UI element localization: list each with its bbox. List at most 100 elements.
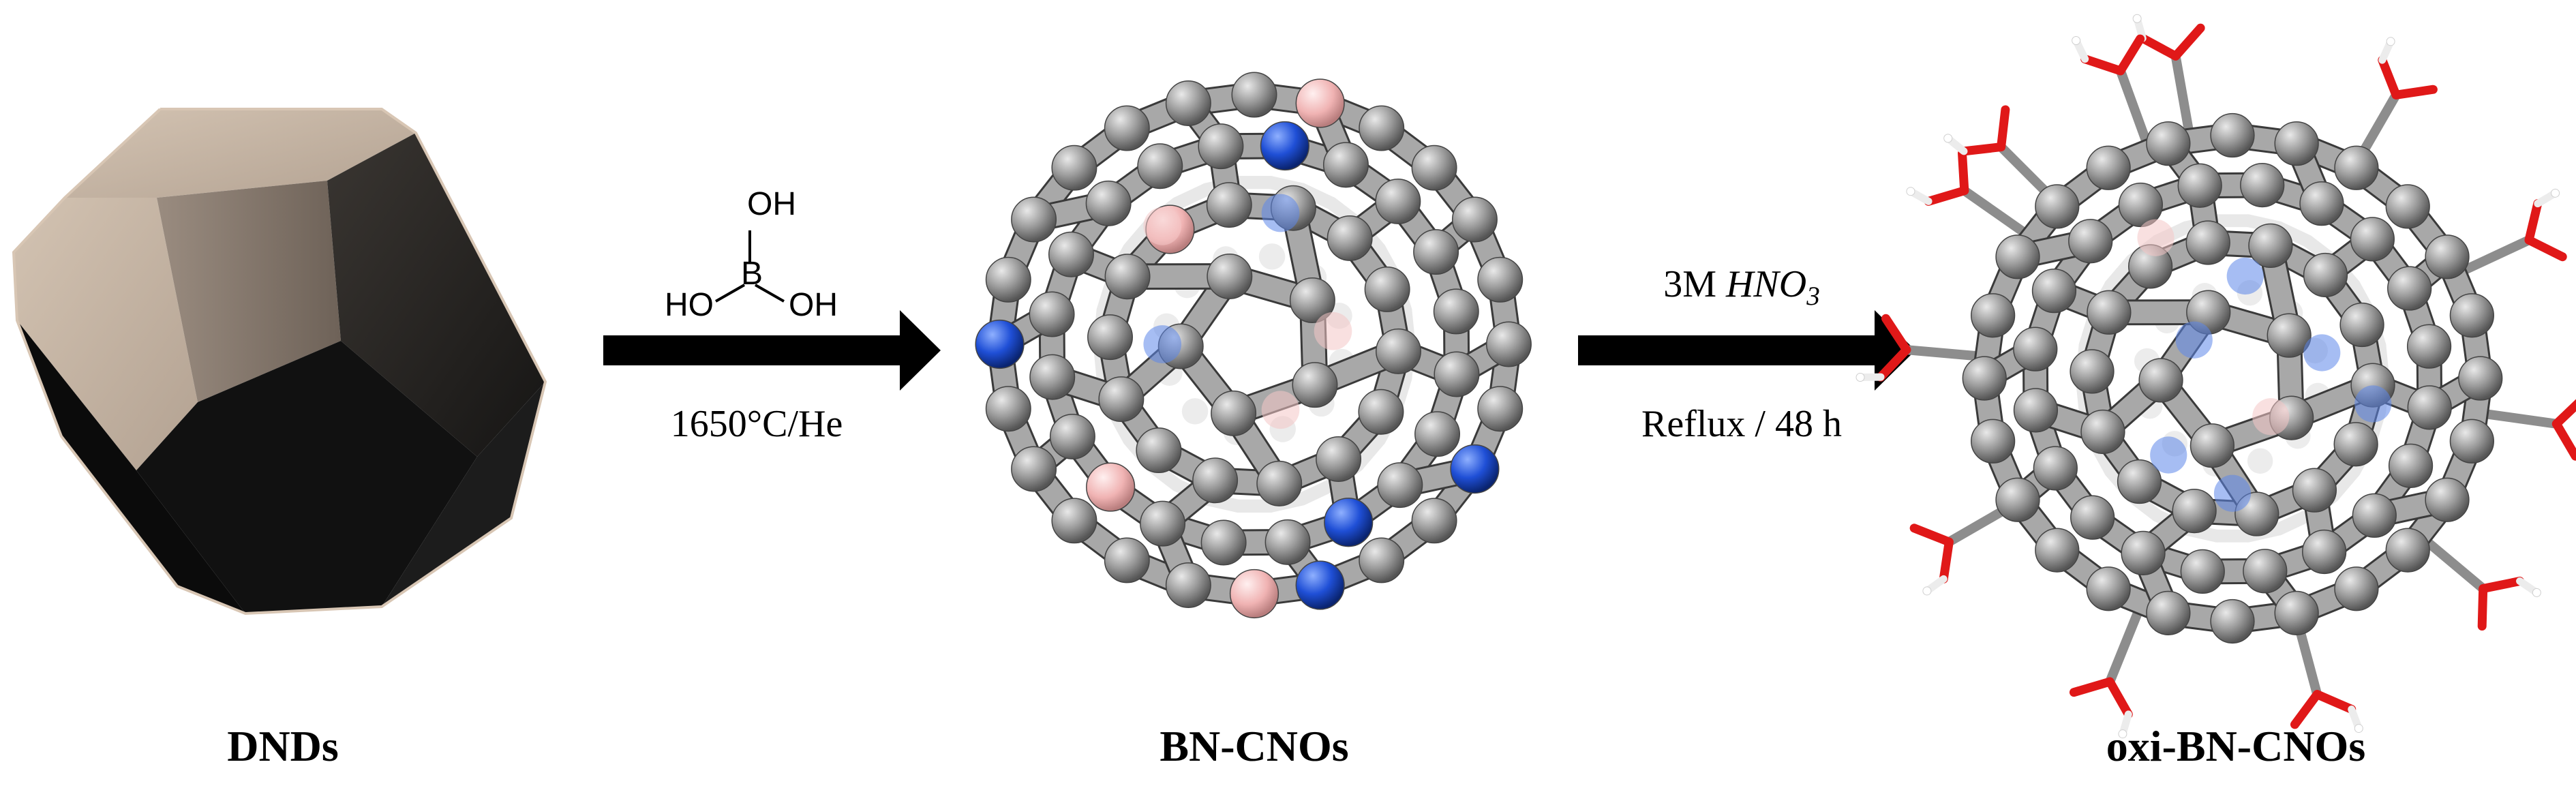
step2-acid-formula: HNO <box>1725 263 1807 305</box>
dnd-top-face <box>65 109 416 198</box>
carbon-atom <box>2146 121 2191 166</box>
carbon-atom <box>2449 419 2494 464</box>
label-bn-cnos: BN-CNOs <box>1160 722 1349 770</box>
carbon-atom <box>985 256 1031 303</box>
carbon-atom <box>1971 419 2016 464</box>
nitrogen-atom-faint <box>1143 325 1182 363</box>
carbon-atom <box>1051 498 1097 544</box>
carbon-atom <box>2013 327 2058 372</box>
carbon-atom <box>2172 488 2217 534</box>
carbon-atom <box>2292 468 2337 513</box>
dnd-right-face <box>327 133 545 457</box>
carbon-atom <box>985 386 1031 432</box>
dnd-center-face <box>157 181 341 402</box>
carbon-atom <box>2388 443 2434 488</box>
nitrogen-atom <box>1450 444 1500 494</box>
carbon-atom <box>2243 549 2288 594</box>
carbon-atom <box>1376 328 1421 374</box>
hydrogen-atom <box>1906 187 1915 196</box>
hydrogen-atom <box>2072 36 2081 46</box>
hydrogen-atom <box>2532 588 2541 597</box>
oxi-bn-cno-molecule <box>1855 14 2576 739</box>
carboxyl-group <box>1909 498 2020 596</box>
hydrogen-atom <box>1922 586 1932 596</box>
carboxyl-group <box>2132 14 2205 137</box>
carbon-atom <box>2117 459 2162 504</box>
carbon-atom <box>1256 460 1303 506</box>
carboxyl-group <box>2475 399 2576 461</box>
carbon-atom <box>1322 142 1369 188</box>
carbon-atom <box>2121 530 2166 575</box>
bn-cno-molecule <box>975 72 1532 619</box>
carbon-atom <box>1411 498 1457 544</box>
carbon-atom <box>2180 549 2225 594</box>
carbon-atom <box>1207 254 1253 299</box>
boron-atom <box>1229 569 1279 619</box>
carbon-atom <box>1411 145 1457 191</box>
boric-acid-boron: B <box>741 256 763 292</box>
carbon-atom <box>1451 196 1498 243</box>
carbon-atom <box>1136 427 1182 474</box>
boron-atom-faint <box>1314 312 1352 350</box>
boric-acid-oh-right: OH <box>789 287 838 323</box>
label-dnds: DNDs <box>227 722 339 770</box>
carbon-atom <box>1485 321 1532 367</box>
carbon-atom <box>1211 390 1257 436</box>
cage-atoms <box>1962 112 2503 644</box>
nitrogen-atom <box>1295 560 1345 610</box>
step1-condition: 1650°C/He <box>670 403 843 445</box>
hydrogen-atom <box>2118 729 2127 739</box>
carbon-atom <box>1433 288 1479 335</box>
carbon-atom <box>2086 566 2131 611</box>
carbon-atom <box>1364 266 1410 312</box>
nitrogen-atom <box>1260 121 1309 171</box>
carbon-atom <box>2352 493 2397 538</box>
carboxyl-group <box>2069 605 2144 739</box>
step2-acid-prefix: 3M <box>1663 263 1726 305</box>
nitrogen-atom-faint <box>2226 257 2264 295</box>
dnd-polyhedron <box>12 108 547 616</box>
carbon-atom <box>2035 184 2080 229</box>
carbon-atom <box>1414 411 1461 457</box>
carbon-atom <box>2210 599 2255 644</box>
carbon-atom <box>2458 356 2503 401</box>
boron-atom <box>1295 78 1345 128</box>
boron-atom-faint <box>1261 391 1300 429</box>
carbon-atom <box>1359 537 1405 584</box>
step2-acid-subscript: 3 <box>1806 282 1820 312</box>
carbon-atom <box>2350 217 2395 262</box>
carbon-atom <box>1140 500 1186 547</box>
carbon-atom <box>2449 293 2494 338</box>
carbon-atom <box>1434 351 1480 397</box>
carbon-atom <box>1085 180 1132 226</box>
carbon-atom <box>1413 229 1459 275</box>
carboxyl-group <box>1855 314 1988 382</box>
carbon-atom <box>1971 293 2016 338</box>
carbon-atom <box>1359 105 1405 151</box>
carbon-atom <box>1137 143 1183 190</box>
carbon-atom <box>2080 409 2125 455</box>
nitrogen-atom <box>975 319 1025 369</box>
carbon-atom <box>2299 181 2344 226</box>
carbon-atom <box>1995 234 2040 279</box>
carbon-atom <box>2333 422 2378 467</box>
carbon-atom <box>1165 80 1211 126</box>
carbon-atom <box>2302 529 2347 575</box>
carbon-atom <box>1104 537 1150 584</box>
carbon-atom <box>1477 386 1524 432</box>
carbon-atom <box>2068 219 2113 264</box>
boron-atom-faint <box>2137 219 2175 256</box>
carbon-atom <box>1264 519 1311 565</box>
hydrogen-atom <box>2551 188 2560 198</box>
hydrogen-atom <box>2354 724 2363 733</box>
carbon-atom <box>1048 231 1094 277</box>
carbon-atom <box>2339 302 2384 348</box>
carbon-atom <box>2248 223 2293 269</box>
carbon-atom <box>1477 256 1524 303</box>
reaction-arrow-1 <box>603 310 941 391</box>
carbon-atom <box>2406 324 2452 369</box>
carbon-atom <box>1289 277 1335 323</box>
carbon-atom <box>2031 269 2077 314</box>
carbon-atom <box>1375 178 1421 224</box>
